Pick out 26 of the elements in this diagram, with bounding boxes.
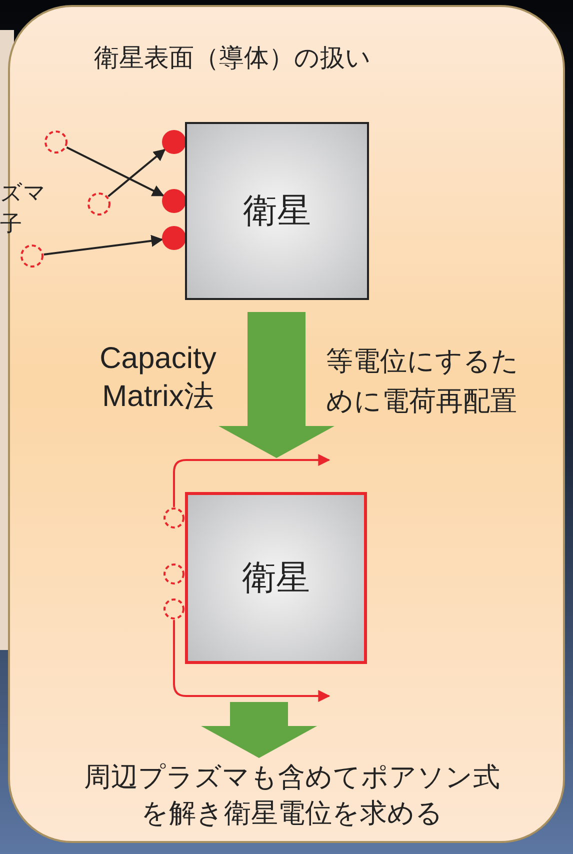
block-arrow (201, 702, 317, 758)
dashed-circle (163, 507, 185, 529)
arrow (173, 454, 330, 507)
block-arrow (218, 312, 334, 458)
charge-dot (162, 226, 186, 250)
satellite-box (185, 492, 367, 664)
step-note: Capacity Matrix法 (98, 341, 218, 415)
box-label: 衛星 (243, 190, 311, 232)
dashed-circle (87, 192, 111, 216)
partial-label: 子 (0, 211, 22, 239)
dashed-circle (44, 130, 68, 154)
charge-dot (162, 189, 186, 213)
result-text: 周辺プラズマも含めてポアソン式を解き衛星電位を求める (83, 761, 501, 831)
panel-title: 衛星表面（導体）の扱い (94, 42, 371, 74)
dashed-circle (20, 244, 44, 268)
dashed-circle (163, 598, 185, 620)
step-note: 等電位にするために電荷再配置 (326, 345, 520, 419)
dashed-circle (163, 563, 185, 585)
box-label: 衛星 (242, 556, 310, 600)
charge-dot (162, 130, 186, 154)
arrow (66, 146, 164, 197)
arrow (173, 620, 330, 702)
partial-label: ズマ (0, 180, 46, 208)
arrow (44, 234, 164, 256)
satellite-box (185, 122, 369, 300)
arrow (108, 148, 166, 198)
